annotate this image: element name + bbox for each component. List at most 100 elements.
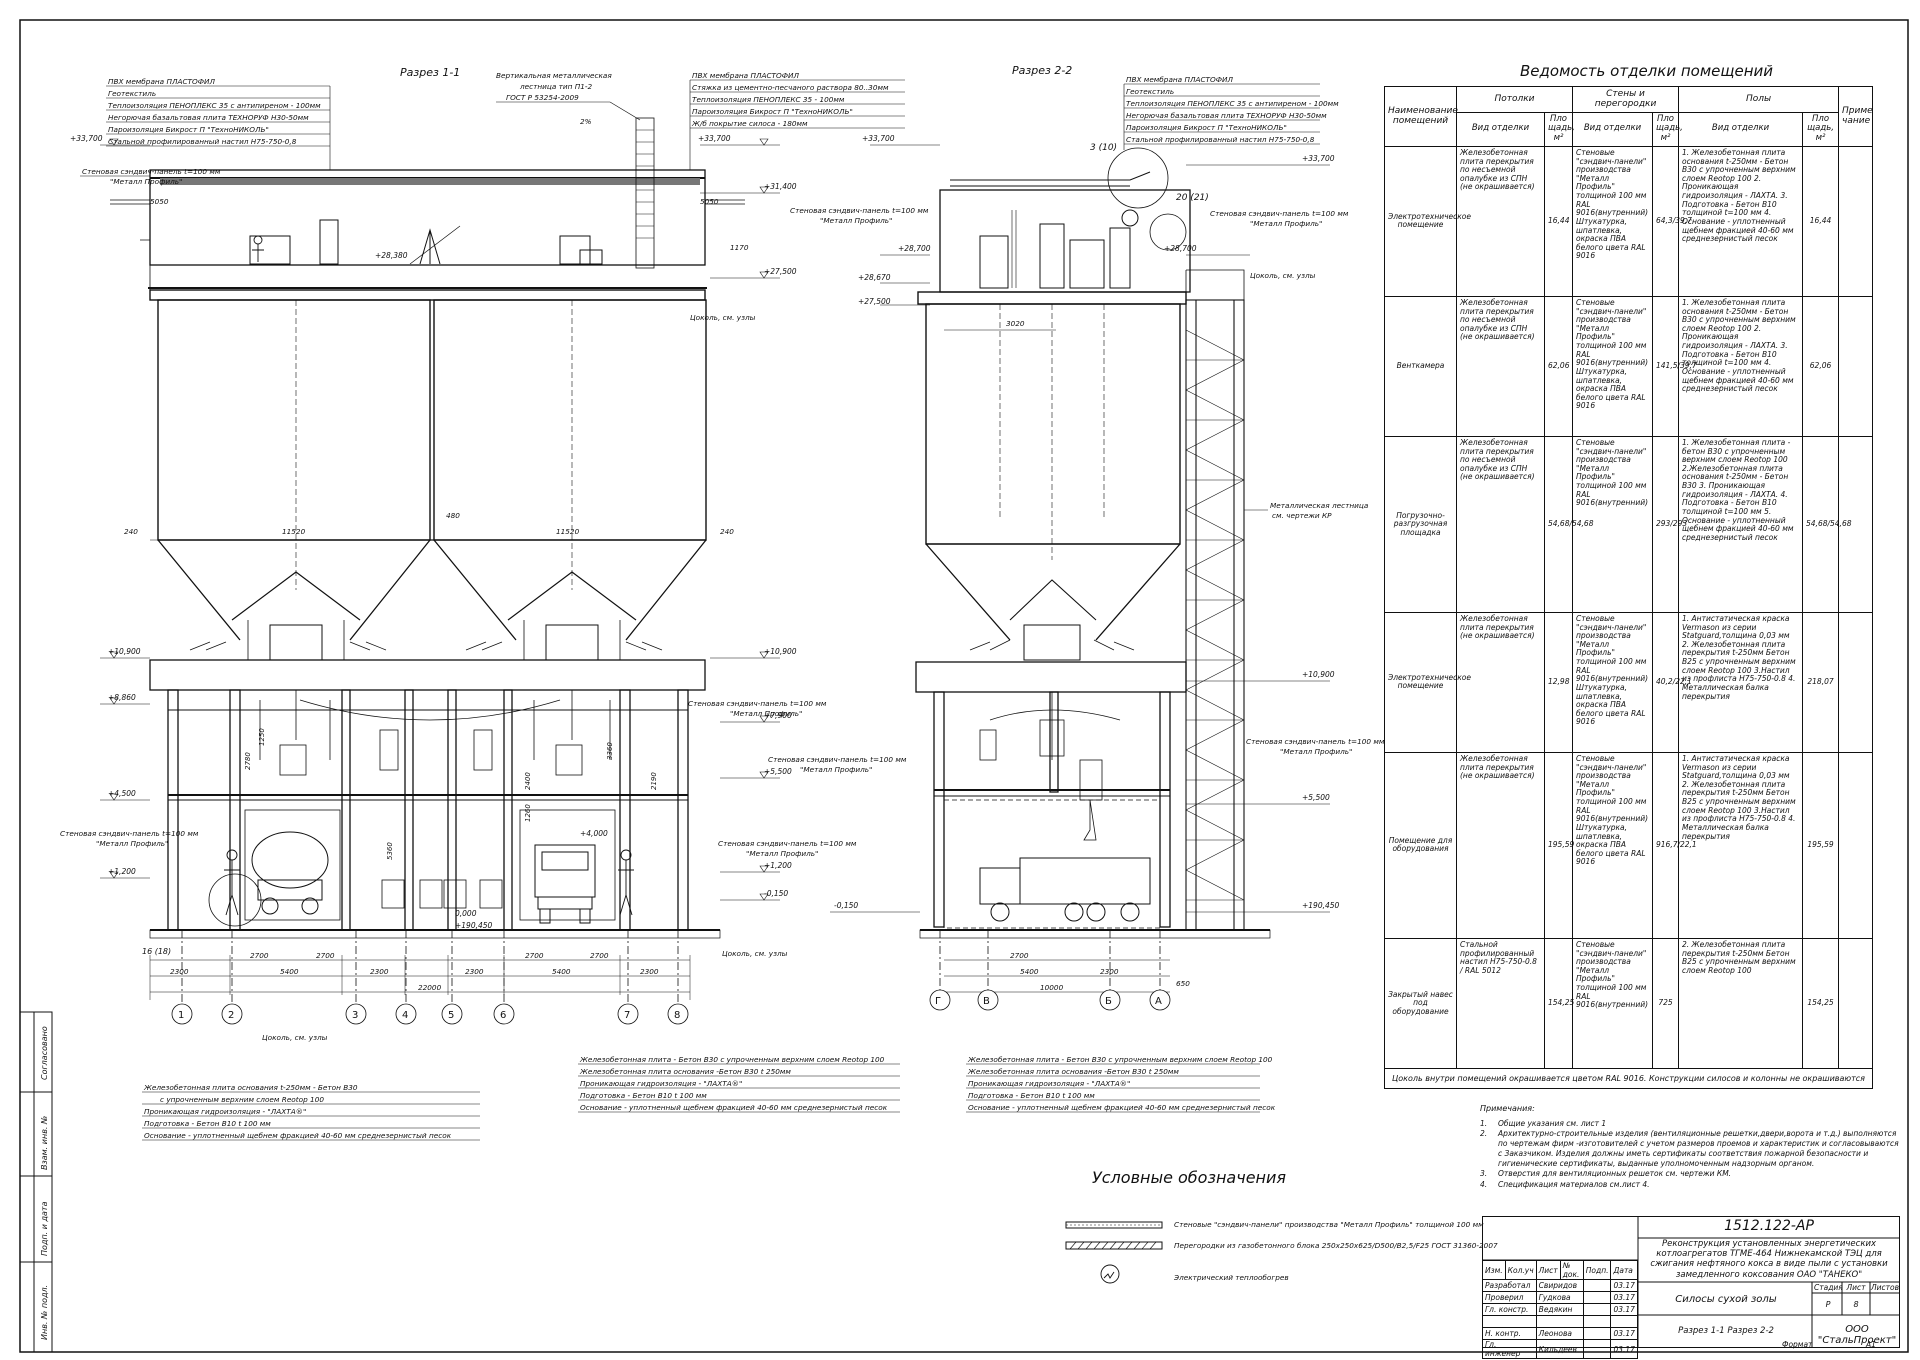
floor-area: 54,68/54,68: [1802, 435, 1851, 613]
row-note: [1838, 751, 1874, 939]
s1-dim-23: 1260: [524, 804, 532, 822]
wall-type: Стеновые "сэндвич-панели" производства "…: [1572, 937, 1653, 1069]
room-name: Электротехническое помещение: [1384, 145, 1471, 297]
s1-level-l0: +33,700: [70, 134, 103, 143]
roof-note-l2: Теплоизоляция ПЕНОПЛЕКС 35 с антипиреном…: [108, 101, 321, 110]
s1-level-r3: +10,900: [764, 647, 797, 656]
ceil-area: 62,06: [1544, 295, 1573, 437]
s2-dim-0: 3020: [1006, 319, 1025, 328]
sheet-border: [19, 19, 1909, 1353]
floor-type: 1. Железобетонная плита - бетон В30 с уп…: [1678, 435, 1804, 613]
sig-sign: [1582, 1303, 1612, 1316]
roof-note-r2: Теплоизоляция ПЕНОПЛЕКС 35 с антипиреном…: [1126, 99, 1339, 108]
ceil-area: 195,59: [1544, 751, 1574, 939]
col-head: Лист: [1535, 1260, 1561, 1280]
side-label-replaced: Взам. инв. №: [40, 1116, 49, 1170]
s2-level-l3: +27,500: [858, 297, 891, 306]
section2-title: Разрез 2-2: [1012, 64, 1072, 77]
sub-floor-type: Вид отделки: [1678, 111, 1804, 147]
ceil-area: 154,25: [1544, 937, 1574, 1069]
header-walls: Стены и перегородки: [1571, 86, 1680, 113]
legend-heating-icon: [1100, 1264, 1120, 1284]
wall-area: 141,5/39,7: [1651, 295, 1697, 437]
section1-roof-notes-left: ПВХ мембрана ПЛАСТОФИЛ Геотекстиль Тепло…: [106, 77, 331, 170]
section1-axes: [171, 930, 689, 1025]
ceil-type: Железобетонная плита перекрытия по несъе…: [1456, 295, 1545, 437]
ladder-note-0: Вертикальная металлическая: [496, 71, 612, 80]
sig-name: [1535, 1315, 1584, 1328]
s1-level-r7: -0,150: [764, 889, 788, 898]
s2-level-l4: -0,150: [834, 901, 858, 910]
ladder-note-1: лестница тип П1-2: [519, 82, 593, 91]
wall-type: Стеновые "сэндвич-панели" производства "…: [1572, 145, 1653, 297]
ceil-type: Железобетонная плита перекрытия по несъе…: [1456, 145, 1545, 297]
note-text: Спецификация материалов см.лист 4.: [1498, 1179, 1650, 1189]
table-subheader-row: Вид отделки Пло щадь, м² Вид отделки Пло…: [1385, 111, 1873, 147]
sheet-title: Силосы сухой золы: [1675, 1294, 1777, 1305]
note-text: Общие указания см. лист 1: [1498, 1118, 1607, 1128]
s2-sandwich-2a: Стеновая сэндвич-панель t=100 мм: [1210, 209, 1349, 218]
s1-axis-6: 6: [500, 1010, 506, 1021]
s2-dim-5: 650: [1176, 979, 1190, 988]
s1-dim-21: 3360: [606, 742, 614, 760]
s1-dim-18: 22000: [418, 983, 442, 992]
s1-dim-6: 240: [720, 527, 734, 536]
s1-sandwich-5b: "Металл Профиль": [746, 849, 818, 858]
table-footer: Цоколь внутри помещений окрашивается цве…: [1383, 1067, 1874, 1089]
notes-block: Примечания: 1.Общие указания см. лист 1 …: [1480, 1104, 1900, 1190]
s1-level-r2: +27,500: [764, 267, 797, 276]
sub-wall-area: Пло щадь, м²: [1651, 111, 1683, 147]
s1-sandwich-3b: "Металл Профиль": [800, 765, 872, 774]
section2-base-notes: Железобетонная плита - Бетон В30 с упроч…: [966, 1055, 1276, 1113]
s2-level-l0: +33,700: [862, 134, 895, 143]
row-note: [1838, 295, 1874, 437]
sig-role: Гл. констр.: [1482, 1303, 1537, 1316]
s1-base-3: Подготовка - Бетон В10 t 100 мм: [144, 1119, 271, 1128]
format-label: Формат: [1782, 1340, 1813, 1349]
sig-sign: [1582, 1327, 1612, 1340]
sig-role: Н. контр.: [1482, 1327, 1537, 1340]
sig-header-row: Изм. Кол.уч Лист № док. Подп. Дата: [1482, 1260, 1638, 1280]
floor-area: 16,44: [1802, 145, 1840, 297]
wall-area: 916,7/22,1: [1651, 751, 1697, 939]
sig-role: [1482, 1315, 1537, 1328]
ceil-type: Железобетонная плита перекрытия по несъе…: [1456, 435, 1545, 613]
floor-area: 218,07: [1802, 611, 1840, 753]
note-num: 1.: [1480, 1118, 1488, 1128]
room-name: Помещение для оборудования: [1384, 751, 1457, 939]
s2-sandwich-2b: "Металл Профиль": [1250, 219, 1322, 228]
roof-note-l0: ПВХ мембрана ПЛАСТОФИЛ: [108, 77, 215, 86]
format-value: А1: [1866, 1340, 1876, 1349]
s2-axis-v: В: [983, 996, 990, 1007]
sig-name: Леонова: [1535, 1327, 1584, 1340]
s1-sandwich-1b: "Металл Профиль": [110, 177, 182, 186]
stage-header: Стадия: [1814, 1283, 1843, 1292]
floor-area: 62,06: [1802, 295, 1840, 437]
s1-axis-2: 2: [228, 1010, 234, 1021]
sig-name: Ведякин: [1535, 1303, 1584, 1316]
s1-dim-1: 5050: [700, 197, 719, 206]
s1-dim-8: 2700: [250, 951, 269, 960]
s1-dim-19: 2780: [244, 752, 252, 770]
room-name: Закрытый навес под оборудование: [1384, 937, 1457, 1069]
note-item: 1. Общие указания см. лист 1: [1480, 1119, 1900, 1129]
s1-base-1: с упрочненным верхним слоем Reotop 100: [160, 1095, 324, 1104]
sig-role: Проверил: [1482, 1291, 1537, 1304]
legend-item-0: Стеновые "сэндвич-панели" производства "…: [1174, 1220, 1484, 1229]
s1-base-4: Основание - уплотненный щебнем фракцией …: [144, 1131, 452, 1140]
s1-dim-22: 2400: [524, 772, 532, 790]
s1-axis-1: 1: [178, 1010, 184, 1021]
sig-role: Разработал: [1482, 1279, 1537, 1292]
s1-axis-5: 5: [448, 1010, 454, 1021]
s2-dim-2: 5400: [1020, 967, 1039, 976]
s1-level-r5: +5,500: [764, 767, 792, 776]
s1-dim-16: 5400: [552, 967, 571, 976]
s2-callout-20: 20 (21): [1176, 193, 1209, 203]
ladder-note-2: ГОСТ Р 53254-2009: [506, 93, 579, 102]
s2-base-4: Основание - уплотненный щебнем фракцией …: [968, 1103, 1276, 1112]
mid-base-2: Проникающая гидроизоляция - "ЛАХТА®": [580, 1079, 742, 1088]
